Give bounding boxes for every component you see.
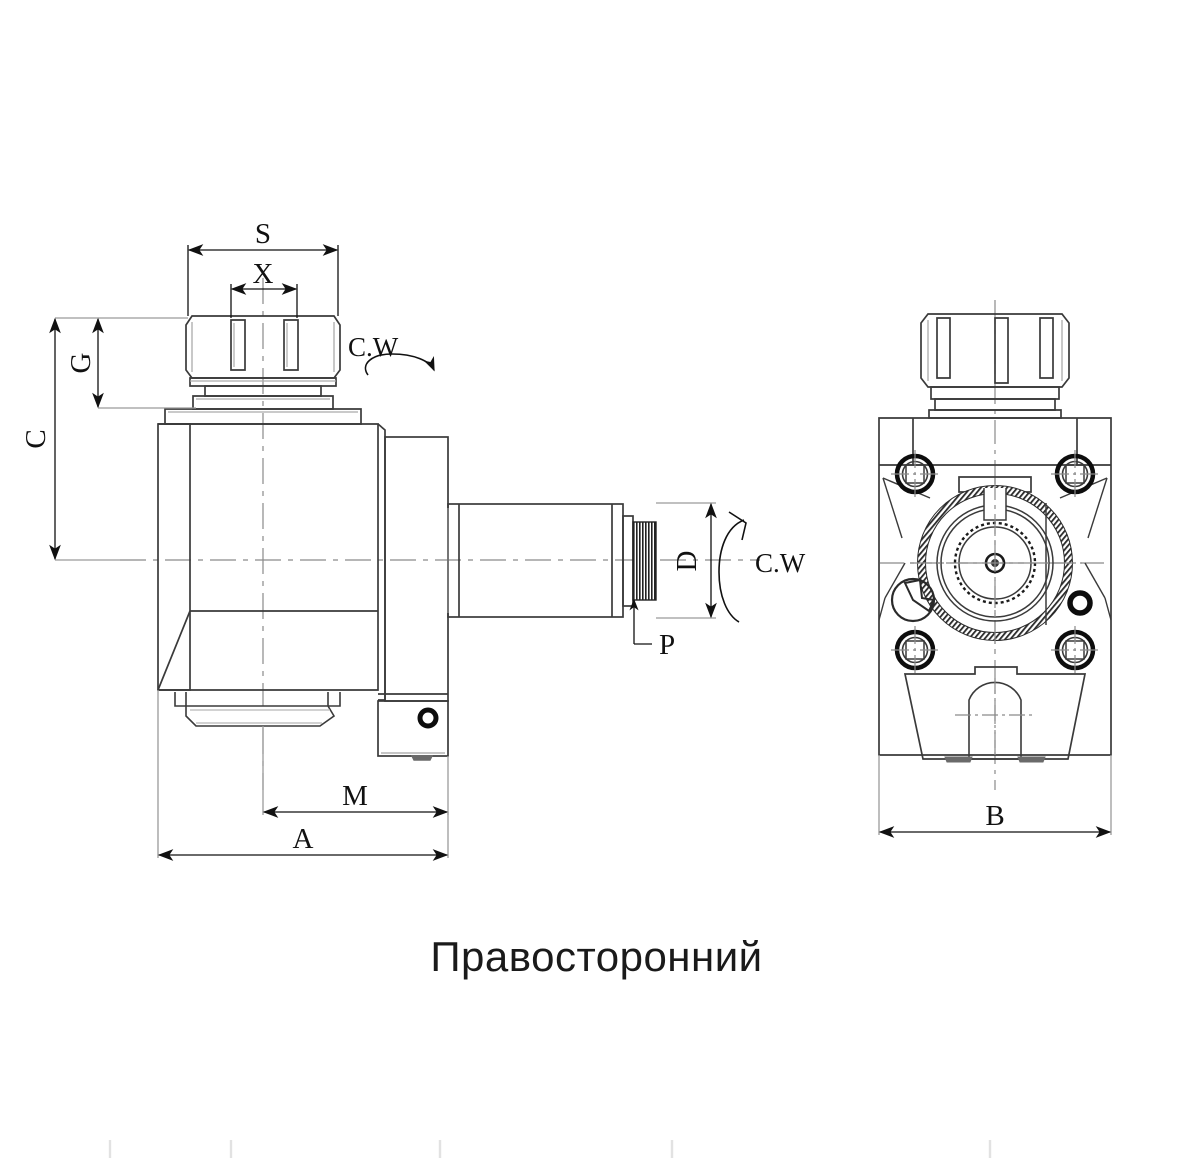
dimension-M	[262, 726, 449, 818]
cw-top-arrow	[364, 353, 435, 376]
collet-nut-slot-left	[230, 319, 246, 371]
base-foot	[410, 755, 434, 761]
centerlines	[120, 278, 760, 790]
front-oil-port-hole	[1067, 590, 1093, 616]
front-bolt-crosshairs	[891, 450, 1099, 674]
front-nut-slot-center	[994, 317, 1009, 384]
collet-shadow-lines	[168, 380, 358, 413]
front-nut-collar	[930, 386, 1060, 400]
dimension-D	[656, 502, 717, 619]
web-br-b	[1104, 597, 1112, 621]
rotation-mark-cw-top: C.W	[348, 332, 435, 376]
collet-nut-body	[185, 315, 341, 379]
web-tl-a	[882, 477, 903, 539]
collet-chuck-assembly	[164, 315, 362, 425]
dimension-label-G: G	[65, 352, 97, 373]
key-notch-circle	[890, 577, 936, 623]
side-elevation-view: S X G	[20, 218, 806, 861]
oil-port-hole	[417, 707, 439, 729]
front-nut-body	[920, 313, 1070, 388]
front-top-boss	[958, 476, 1032, 493]
shaft-shoulder	[622, 515, 634, 607]
dimension-label-A: A	[293, 823, 314, 855]
body-right-step	[377, 423, 386, 701]
rotation-mark-cw-right: C.W	[718, 511, 806, 623]
collet-nut-slot-right	[283, 319, 299, 371]
dimension-C	[49, 317, 140, 561]
shoe-shadow	[190, 709, 330, 724]
web-bl-a	[884, 562, 906, 599]
rear-housing-base-shadow	[381, 752, 445, 761]
shoe-left-tab	[174, 692, 187, 707]
base-slot-crosshairs	[955, 678, 1035, 755]
body-base-shoe	[174, 692, 341, 727]
rear-housing	[377, 436, 449, 757]
cw-right-arrowhead	[728, 511, 747, 541]
base-foot-left	[944, 756, 973, 763]
front-bore-crosshairs	[910, 478, 1082, 650]
dimension-label-M: M	[342, 780, 368, 812]
dimension-A	[157, 690, 449, 861]
dimension-X	[230, 283, 298, 318]
base-keyway-slot	[968, 681, 1022, 760]
dimension-S	[187, 244, 339, 316]
front-elevation-view: B	[878, 300, 1112, 838]
front-nut-slot-left	[936, 317, 951, 379]
shoe-right-tab	[327, 692, 341, 707]
spline-teeth	[632, 521, 657, 601]
body-outline	[158, 423, 379, 691]
key-notch-profile	[903, 578, 936, 613]
dimension-B	[878, 755, 1112, 838]
rotation-label-cw-right: C.W	[755, 548, 806, 578]
shoe-plate	[185, 705, 336, 727]
leader-P	[629, 598, 652, 645]
base-feet	[944, 756, 1046, 763]
dimension-label-B: B	[985, 800, 1004, 832]
base-foot-right	[1017, 756, 1046, 763]
cw-right-arc	[718, 519, 745, 623]
dimension-G	[92, 317, 196, 409]
drawing-caption: Правосторонний	[430, 933, 763, 980]
rear-housing-upper	[384, 436, 449, 702]
web-br-a	[1084, 562, 1106, 599]
front-nut-slot-right	[1039, 317, 1054, 379]
web-bl-b	[878, 597, 886, 621]
dimension-label-D: D	[671, 551, 703, 572]
bottom-tick-marks	[108, 1140, 992, 1158]
rear-housing-lower	[377, 700, 449, 757]
dimension-label-S: S	[255, 218, 271, 250]
leader-label-P: P	[659, 629, 675, 661]
dimension-label-X: X	[253, 258, 274, 290]
dimension-label-C: C	[20, 429, 52, 448]
main-body	[157, 423, 386, 701]
body-chamfer	[157, 610, 191, 691]
web-tr-a	[1087, 477, 1108, 539]
